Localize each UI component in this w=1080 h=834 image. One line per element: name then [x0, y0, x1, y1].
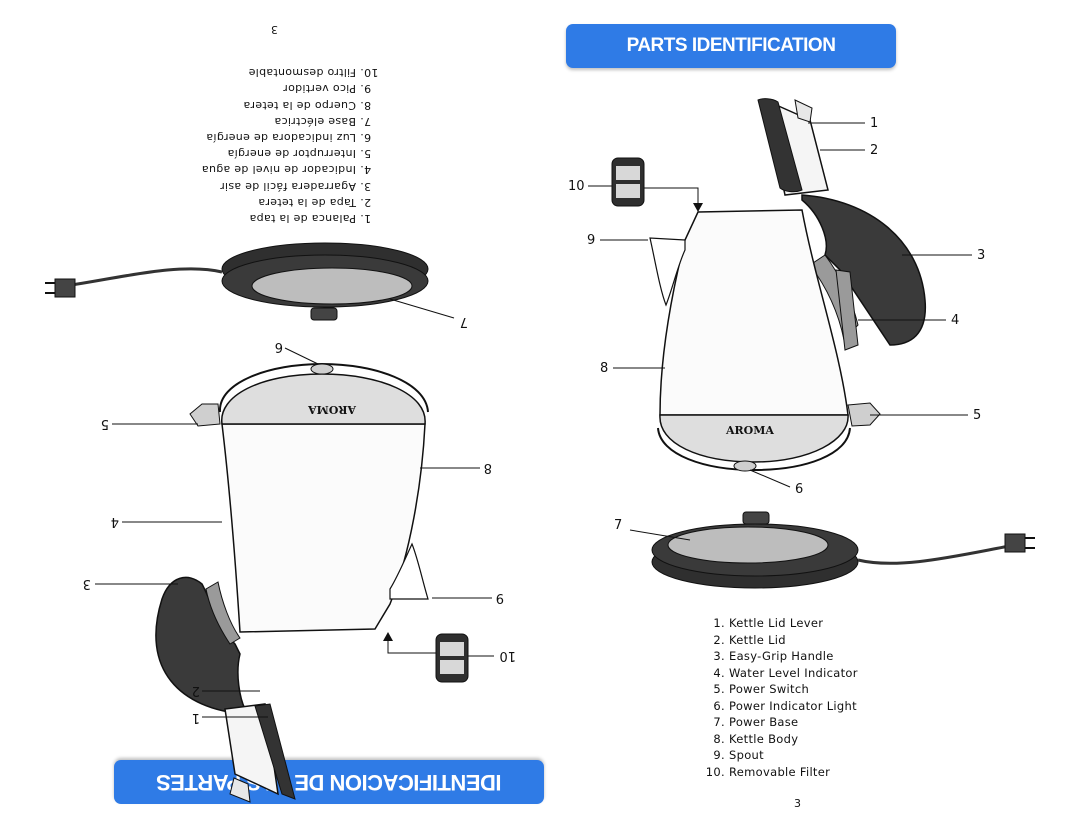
- kettle-illustration: [588, 98, 1035, 589]
- callout-9: 9: [495, 590, 504, 605]
- callout-1: 1: [870, 116, 879, 131]
- list-item: 8.Kettle Body: [713, 731, 799, 746]
- aroma-logo: AROMA: [308, 403, 356, 416]
- list-item: 4.Indicador de nivel de agua: [201, 163, 372, 177]
- callout-5: 5: [100, 416, 109, 431]
- callout-6: 6: [795, 482, 804, 497]
- list-item: 9.Spout: [713, 748, 764, 762]
- lista-de-partes: 1.Palanca de la tapa 2.Tapa de la tetera…: [202, 64, 382, 226]
- parts-identification-banner: PARTS IDENTIFICATION: [566, 24, 896, 68]
- callout-4: 4: [951, 313, 960, 328]
- power-indicator-light: [733, 460, 757, 472]
- list-item: 10.Removable Filter: [705, 764, 831, 779]
- power-switch: [847, 402, 881, 427]
- callout-4: 4: [110, 514, 119, 529]
- aroma-logo: AROMA: [726, 424, 774, 437]
- list-item: 6.Power Indicator Light: [713, 698, 857, 713]
- callout-10: 10: [568, 179, 585, 194]
- page-number: 3: [794, 797, 801, 810]
- callout-8: 8: [600, 361, 609, 376]
- spanish-page: IDENTIFICACION DE LAS PARTES: [45, 23, 544, 804]
- easy-grip-handle: [801, 194, 926, 346]
- kettle-illustration-es: [45, 242, 494, 803]
- list-item: 6.Luz indicadora de energía: [206, 130, 372, 144]
- list-item: 1.Kettle Lid Lever: [713, 616, 824, 630]
- page-number: 3: [271, 23, 278, 36]
- list-item: 8.Cuerpo de la tetera: [243, 98, 372, 112]
- list-item: 7.Base eléctrica: [274, 114, 372, 128]
- list-item: 2.Kettle Lid: [713, 632, 786, 647]
- list-item: 4.Water Level Indicator: [713, 665, 858, 680]
- callout-6: 6: [274, 339, 283, 354]
- list-item: 3.Agarradera fácil de asir: [219, 179, 372, 193]
- list-item: 3.Easy-Grip Handle: [713, 649, 834, 663]
- callout-3: 3: [82, 576, 91, 591]
- removable-filter: [611, 157, 645, 207]
- callout-1: 1: [191, 710, 200, 725]
- list-item: 7.Power Base: [713, 715, 799, 729]
- power-base: [651, 511, 1035, 589]
- list-item: 9.Pico vertidor: [282, 82, 372, 96]
- list-item: 2.Tapa de la tetera: [258, 195, 372, 209]
- callout-3: 3: [977, 248, 986, 263]
- banner-title: PARTS IDENTIFICATION: [626, 35, 836, 56]
- kettle-lid-lever: [794, 99, 813, 123]
- english-page: PARTS IDENTIFICATION: [540, 0, 1080, 834]
- spout: [649, 237, 686, 307]
- callout-7: 7: [459, 314, 468, 329]
- callout-2: 2: [191, 683, 200, 698]
- list-item: 10.Filtro desmontable: [248, 66, 379, 80]
- callout-8: 8: [483, 460, 492, 475]
- callout-2: 2: [870, 143, 879, 158]
- callout-10: 10: [499, 648, 516, 663]
- callout-7: 7: [614, 518, 623, 533]
- parts-list: 1.Kettle Lid Lever 2.Kettle Lid 3.Easy-G…: [703, 615, 858, 780]
- list-item: 1.Palanca de la tapa: [249, 212, 372, 225]
- kettle-body: [659, 209, 849, 416]
- list-item: 5.Interruptor de energía: [227, 147, 372, 161]
- callout-5: 5: [973, 408, 982, 423]
- callout-9: 9: [587, 233, 596, 248]
- list-item: 5.Power Switch: [713, 682, 810, 696]
